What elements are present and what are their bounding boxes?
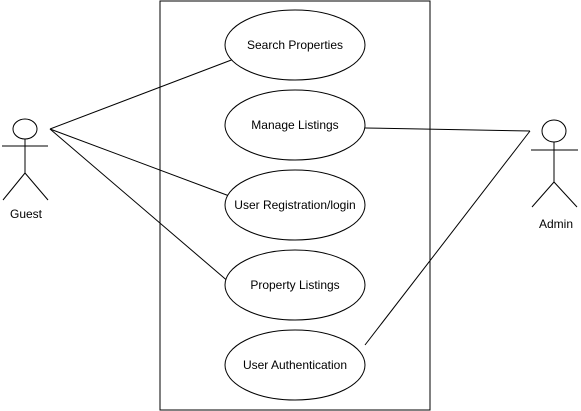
use-case-user-authentication[interactable]: User Authentication — [224, 329, 366, 401]
use-case-ellipse[interactable] — [224, 89, 366, 161]
use-case-ellipse[interactable] — [224, 9, 366, 81]
association-guest-search-properties — [49, 58, 235, 130]
use-case-label: Property Listings — [250, 278, 339, 292]
use-case-manage-listings[interactable]: Manage Listings — [224, 89, 366, 161]
association-admin-user-authentication — [364, 130, 531, 346]
actor-head — [12, 118, 38, 140]
actor-guest[interactable] — [2, 118, 49, 201]
use-case-label: User Authentication — [243, 358, 347, 372]
system-boundary — [159, 0, 431, 411]
associations — [49, 58, 531, 346]
actor-right-leg — [24, 172, 49, 201]
association-guest-property-listings — [49, 128, 231, 284]
actor-admin[interactable] — [531, 119, 578, 208]
actor-left-leg — [2, 172, 26, 201]
actor-admin-label: Admin — [539, 217, 573, 231]
association-admin-manage-listings — [364, 127, 531, 132]
actor-guest-label: Guest — [10, 207, 43, 221]
use-case-property-listings[interactable]: Property Listings — [224, 249, 366, 321]
use-case-ellipse[interactable] — [224, 169, 366, 241]
use-case-label: User Registration/login — [234, 198, 355, 212]
use-case-label: Search Properties — [247, 38, 343, 52]
use-case-search-properties[interactable]: Search Properties — [224, 9, 366, 81]
actor-left-leg — [531, 181, 555, 208]
use-case-label: Manage Listings — [251, 118, 338, 132]
association-guest-user-registration-login — [49, 128, 233, 198]
actor-right-leg — [553, 181, 578, 208]
actor-head — [541, 119, 567, 143]
use-case-ellipse[interactable] — [224, 249, 366, 321]
use-case-user-registration-login[interactable]: User Registration/login — [224, 169, 366, 241]
use-case-ellipse[interactable] — [224, 329, 366, 401]
